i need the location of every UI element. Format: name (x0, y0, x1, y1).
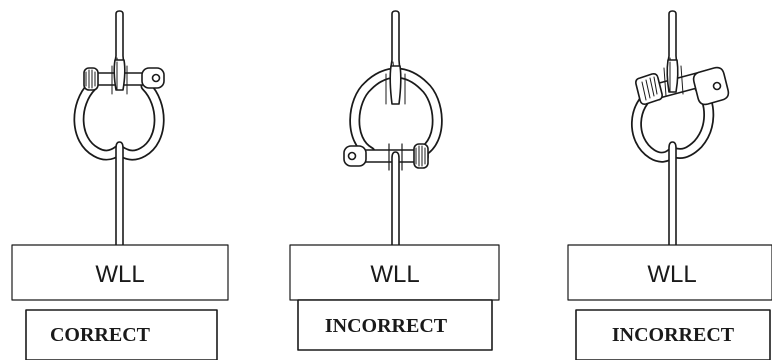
sling-icon (391, 151, 400, 247)
bow-shackle-icon (73, 59, 165, 161)
panel-pin-down: WLL INCORRECT (289, 10, 500, 351)
load-block-icon (11, 244, 229, 301)
wll-label: WLL (95, 261, 144, 288)
verdict-box (297, 299, 493, 351)
load-block-icon (567, 244, 772, 301)
verdict-label: CORRECT (50, 324, 151, 346)
sling-icon (115, 141, 124, 247)
verdict-label: INCORRECT (612, 324, 735, 346)
panel-side-loaded: WLL INCORRECT (567, 10, 772, 360)
verdict-box (25, 309, 218, 360)
wll-label: WLL (647, 261, 696, 288)
bow-shackle-icon (631, 59, 730, 163)
verdict-label: INCORRECT (325, 315, 448, 337)
bow-shackle-icon (343, 65, 443, 171)
wll-label: WLL (370, 261, 419, 288)
verdict-box (575, 309, 771, 360)
sling-icon (668, 141, 677, 247)
panel-correct: WLL CORRECT (11, 10, 229, 360)
